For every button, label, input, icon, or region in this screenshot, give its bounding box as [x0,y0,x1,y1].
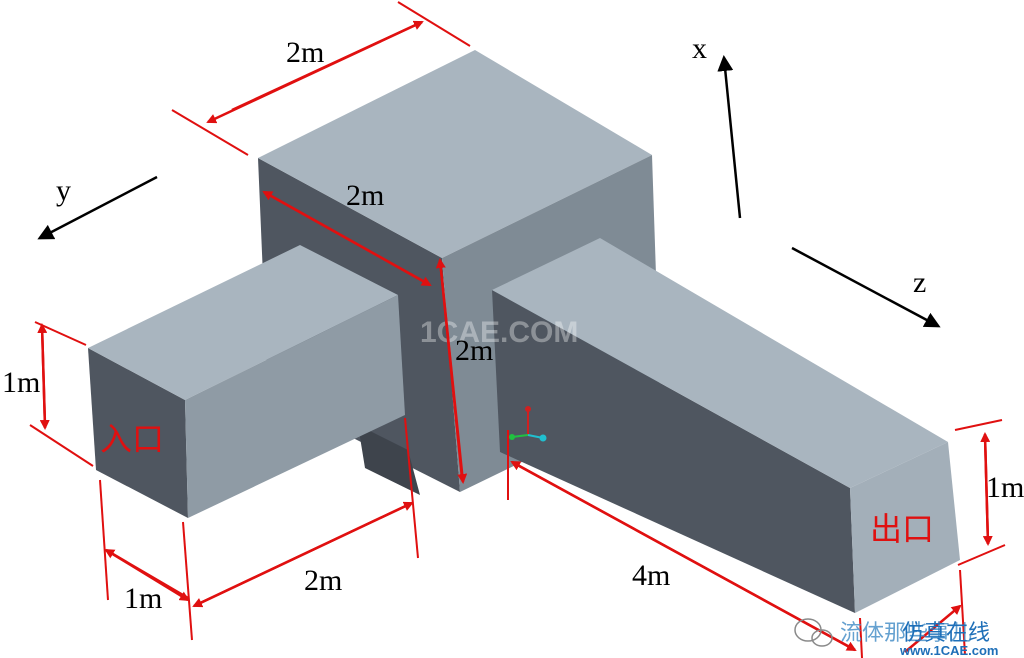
watermark-wechat: 流体那些事儿 [840,621,972,646]
watermark-center-text: 1CAE.COM [420,316,578,349]
outlet-label: 出口 [870,510,934,548]
dim-label-inlet-length: 2m [304,564,342,597]
dimension-arrows [37,20,993,653]
inlet-block [88,245,420,518]
x-axis-label: x [692,32,707,65]
inlet-block-bottom-visible [358,425,420,495]
dim-label-top-width: 2m [286,36,324,69]
dim-label-inlet-height: 1m [2,366,40,399]
inlet-block-side-face [185,295,405,518]
coordinate-triad-icon [509,406,547,442]
watermark-site-url: www.1CAE.com [899,643,998,658]
z-axis-arrow [791,246,941,328]
y-axis-label: y [56,174,71,207]
inlet-block-top-face [88,245,398,400]
dim-arrow-outlet-width [904,604,962,653]
wechat-icon [794,618,833,647]
y-axis-arrow [37,175,158,240]
z-axis-label: z [913,266,926,299]
outlet-block [492,238,960,613]
axis-arrows [37,55,941,328]
dim-label-outlet-length: 4m [632,559,670,592]
x-axis-arrow [717,55,742,219]
outlet-block-front-face [492,290,855,613]
dim-label-top-depth: 2m [346,179,384,212]
inlet-block-front-face [88,348,188,518]
outlet-block-top-face [492,238,948,488]
dim-label-inlet-width: 1m [124,582,162,615]
outlet-block-end-face [850,442,960,613]
inlet-label: 入口 [100,420,164,458]
dim-label-outlet-height: 1m [986,471,1024,504]
watermark-site-cn: 仿真在线 [902,621,990,646]
dim-label-center-height: 2m [455,334,493,367]
center-block-top-face [258,50,652,258]
